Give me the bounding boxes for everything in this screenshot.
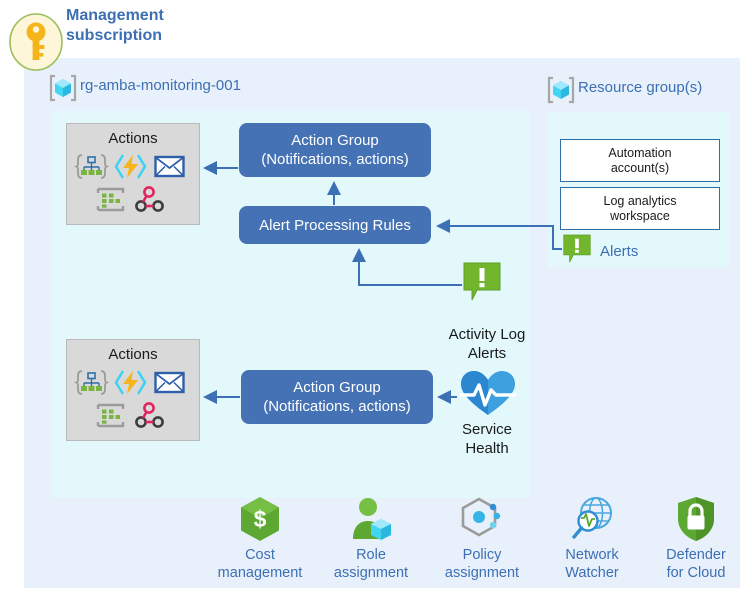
arm-template-icon	[73, 370, 110, 395]
network-watcher-line2: Watcher	[565, 565, 619, 581]
role-assignment-line1: Role	[356, 547, 386, 563]
alerts-icon	[563, 234, 591, 264]
defender-line1: Defender	[666, 547, 726, 563]
resource-group-name: rg-amba-monitoring-001	[80, 77, 241, 94]
role-assignment-label: Role assignment	[309, 546, 433, 582]
azure-functions-icon	[114, 370, 147, 395]
cost-management-line2: management	[217, 565, 303, 581]
activity-log-alerts-label: Activity Log Alerts	[424, 325, 550, 363]
cost-management-line1: Cost	[245, 547, 275, 563]
defender-line2: for Cloud	[666, 565, 726, 581]
action-group-bottom-line2: (Notifications, actions)	[263, 398, 411, 415]
network-watcher-label: Network Watcher	[530, 546, 654, 582]
automation-account-box[interactable]: Automation account(s)	[560, 139, 720, 182]
actions-box-top: Actions	[66, 123, 200, 225]
service-health-line1: Service	[461, 421, 513, 438]
automation-runbook-icon	[96, 403, 125, 428]
log-analytics-line2: workspace	[610, 208, 670, 223]
alerts-label: Alerts	[600, 243, 639, 260]
role-assignment-icon	[309, 494, 433, 544]
actions-box-bottom-title: Actions	[108, 346, 158, 363]
role-assignment-line2: assignment	[333, 565, 409, 581]
activity-log-alerts-line2: Alerts	[467, 345, 507, 362]
resource-groups-title: Resource group(s)	[578, 79, 703, 96]
resource-groups-cube-icon	[546, 76, 576, 104]
action-group-bottom[interactable]: Action Group (Notifications, actions)	[241, 370, 433, 424]
management-title-line2: subscription	[66, 27, 163, 44]
actions-box-bottom: Actions	[66, 339, 200, 441]
service-health-label: Service Health	[437, 420, 537, 458]
policy-assignment-line2: assignment	[444, 565, 520, 581]
activity-log-alerts-icon	[463, 262, 501, 302]
key-icon	[8, 12, 64, 72]
cost-management-label: Cost management	[198, 546, 322, 582]
webhook-icon	[135, 402, 164, 428]
actions-box-top-icons	[73, 152, 191, 214]
activity-log-alerts-line1: Activity Log	[448, 326, 526, 343]
network-watcher-icon	[530, 494, 654, 544]
svg-text:$: $	[254, 506, 267, 532]
network-watcher-line1: Network	[565, 547, 619, 563]
governance-item-role-assignment[interactable]: Role assignment	[309, 494, 433, 582]
automation-runbook-icon	[96, 187, 125, 212]
action-group-top-line1: Action Group	[291, 132, 379, 149]
action-group-top-line2: (Notifications, actions)	[261, 151, 409, 168]
policy-assignment-icon	[420, 494, 544, 544]
log-analytics-workspace-box[interactable]: Log analytics workspace	[560, 187, 720, 230]
defender-for-cloud-label: Defender for Cloud	[634, 546, 752, 582]
azure-functions-icon	[114, 154, 147, 179]
governance-item-policy-assignment[interactable]: Policy assignment	[420, 494, 544, 582]
management-subscription-title: Management subscription	[66, 6, 296, 46]
action-group-bottom-line1: Action Group	[293, 379, 381, 396]
governance-item-defender-for-cloud[interactable]: Defender for Cloud	[634, 494, 752, 582]
log-analytics-line1: Log analytics	[603, 193, 677, 208]
management-title-line1: Management	[66, 7, 164, 24]
automation-account-line2: account(s)	[610, 160, 670, 175]
cost-management-icon: $	[198, 494, 322, 544]
automation-account-line1: Automation	[608, 145, 672, 160]
email-envelope-icon	[154, 155, 185, 178]
action-group-top[interactable]: Action Group (Notifications, actions)	[239, 123, 431, 177]
alert-processing-rules[interactable]: Alert Processing Rules	[239, 206, 431, 244]
governance-item-network-watcher[interactable]: Network Watcher	[530, 494, 654, 582]
webhook-icon	[135, 186, 164, 212]
policy-assignment-label: Policy assignment	[420, 546, 544, 582]
actions-box-top-title: Actions	[108, 130, 158, 147]
defender-for-cloud-icon	[634, 494, 752, 544]
email-envelope-icon	[154, 371, 185, 394]
governance-icon-row: $ Cost management Role assignment	[24, 494, 740, 590]
actions-box-bottom-icons	[73, 368, 191, 430]
policy-assignment-line1: Policy	[462, 547, 502, 563]
service-health-line2: Health	[465, 440, 509, 457]
governance-item-cost-management[interactable]: $ Cost management	[198, 494, 322, 582]
arm-template-icon	[73, 154, 110, 179]
service-health-heart-icon	[458, 368, 518, 418]
resource-group-cube-icon	[48, 74, 78, 102]
